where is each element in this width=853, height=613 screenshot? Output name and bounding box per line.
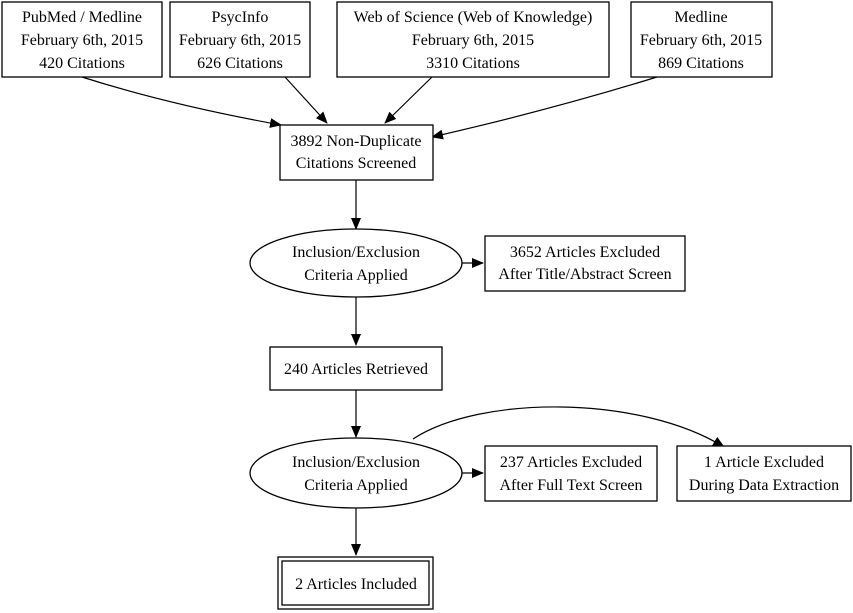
screened-line-1: 3892 Non-Duplicate	[290, 133, 421, 150]
source-citations-label: 3310 Citations	[426, 55, 520, 72]
edge-webofscience-to-screened	[384, 76, 433, 124]
criteria-node-1: Inclusion/Exclusion Criteria Applied	[249, 228, 463, 298]
source-date-label: February 6th, 2015	[412, 32, 534, 49]
included-node: 2 Articles Included	[277, 556, 434, 610]
source-citations-label: 869 Citations	[658, 55, 744, 72]
edges	[81, 76, 725, 556]
excluded-2-line-1: 237 Articles Excluded	[500, 454, 642, 471]
excluded-3-line-2: During Data Extraction	[689, 477, 839, 494]
excluded-node-full-text: 237 Articles Excluded After Full Text Sc…	[484, 445, 658, 502]
excluded-2-line-2: After Full Text Screen	[500, 477, 643, 494]
excluded-1-line-2: After Title/Abstract Screen	[498, 266, 671, 283]
source-date-label: February 6th, 2015	[640, 32, 762, 49]
criteria-node-2: Inclusion/Exclusion Criteria Applied	[249, 437, 463, 509]
source-database-label: Web of Science (Web of Knowledge)	[354, 9, 593, 26]
source-citations-label: 420 Citations	[39, 55, 125, 72]
edge-medline-to-screened	[431, 76, 658, 140]
source-node-pubmed: PubMed / Medline February 6th, 2015 420 …	[1, 1, 163, 78]
source-database-label: PsycInfo	[212, 9, 269, 26]
included-label: 2 Articles Included	[295, 576, 417, 593]
retrieved-label: 240 Articles Retrieved	[284, 361, 428, 378]
source-citations-label: 626 Citations	[197, 55, 283, 72]
source-database-label: Medline	[674, 9, 727, 26]
excluded-1-line-1: 3652 Articles Excluded	[510, 244, 660, 261]
retrieved-node: 240 Articles Retrieved	[269, 346, 443, 391]
screened-line-2: Citations Screened	[296, 155, 416, 172]
edge-criteria-2-to-excluded-3	[412, 406, 725, 448]
criteria-2-line-2: Criteria Applied	[304, 477, 408, 494]
excluded-node-data-extraction: 1 Article Excluded During Data Extractio…	[676, 445, 852, 502]
edge-pubmed-to-screened	[81, 76, 282, 128]
excluded-node-title-abstract: 3652 Articles Excluded After Title/Abstr…	[484, 235, 686, 292]
criteria-2-line-1: Inclusion/Exclusion	[292, 454, 420, 471]
source-node-web-of-science: Web of Science (Web of Knowledge) Februa…	[336, 1, 610, 78]
source-database-label: PubMed / Medline	[22, 9, 142, 26]
screened-node: 3892 Non-Duplicate Citations Screened	[279, 124, 434, 181]
criteria-1-line-2: Criteria Applied	[304, 267, 408, 284]
source-node-psycinfo: PsycInfo February 6th, 2015 626 Citation…	[169, 1, 311, 78]
criteria-1-line-1: Inclusion/Exclusion	[292, 244, 420, 261]
excluded-3-line-1: 1 Article Excluded	[704, 454, 824, 471]
source-date-label: February 6th, 2015	[179, 32, 301, 49]
source-date-label: February 6th, 2015	[21, 32, 143, 49]
edge-psycinfo-to-screened	[284, 76, 328, 124]
source-node-medline: Medline February 6th, 2015 869 Citations	[630, 1, 773, 78]
